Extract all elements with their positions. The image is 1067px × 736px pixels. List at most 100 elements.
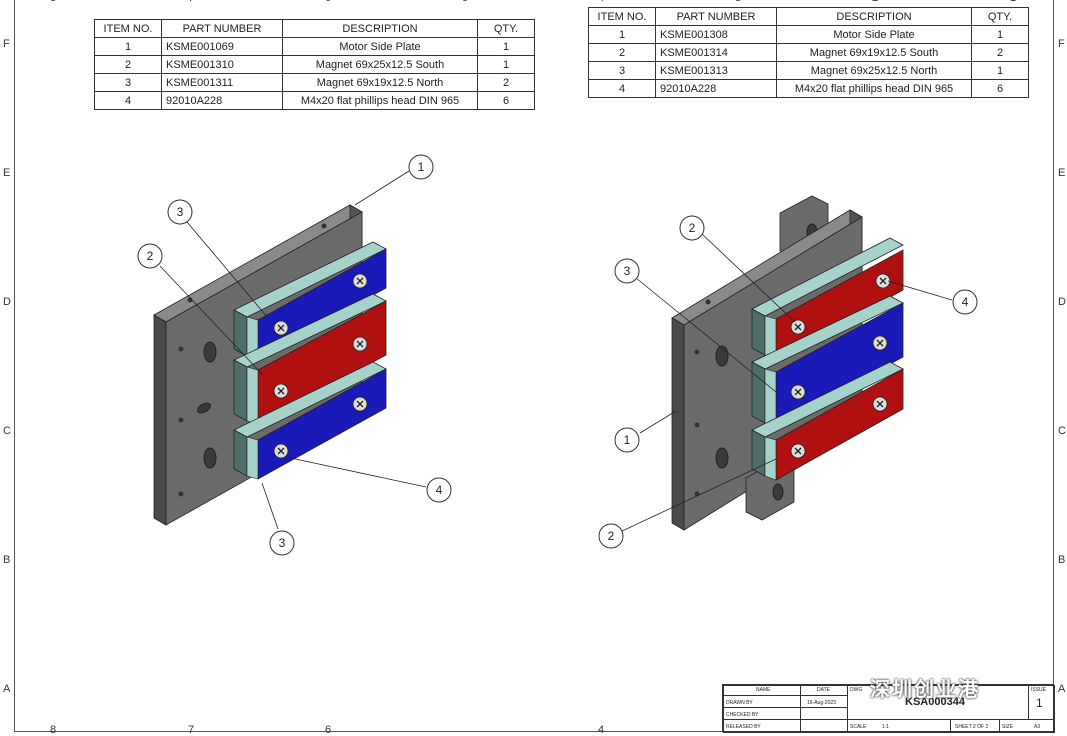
leader-lines-right	[619, 233, 953, 533]
leader-lines-left	[159, 170, 427, 530]
screw-icon	[872, 335, 888, 351]
bom-row: 2 KSME001314 Magnet 69x19x12.5 South 2	[588, 43, 1029, 62]
bom-cell: M4x20 flat phillips head DIN 965	[282, 91, 478, 110]
tb-scale: 1:1	[882, 724, 889, 730]
screw-icon	[790, 443, 806, 459]
plate-small-hole	[705, 299, 711, 305]
zone-top-6: 6	[325, 0, 331, 4]
bom-cell: 92010A228	[161, 91, 283, 110]
zone-right-C: C	[1058, 425, 1066, 437]
balloon-label: 1	[418, 160, 425, 174]
balloon-right-4: 4	[952, 289, 978, 315]
tb-sheet: SHEET 2 OF 2	[955, 724, 989, 730]
bom-row: 1 KSME001308 Motor Side Plate 1	[588, 25, 1029, 44]
balloon-right-2b: 2	[598, 523, 624, 549]
zone-left-D: D	[3, 296, 11, 308]
watermark-text: 深圳创业港	[870, 679, 980, 701]
tb-drawn-date: 16-Aug-2023	[807, 700, 836, 706]
plate-small-hole	[694, 349, 700, 355]
zone-top-5: 5	[462, 0, 468, 4]
balloon-label: 3	[279, 536, 286, 550]
screw-icon	[872, 396, 888, 412]
screw-icon	[273, 443, 289, 459]
magnet-chamfer	[246, 436, 259, 480]
balloon-right-1: 1	[614, 427, 640, 453]
magnet-chamfer	[764, 368, 777, 427]
zone-bottom-4: 4	[598, 724, 605, 736]
plate-hole	[715, 345, 729, 367]
balloon-label: 4	[962, 295, 969, 309]
balloon-left-4: 4	[426, 477, 452, 503]
plate-hole	[203, 341, 217, 363]
bom-row: 4 92010A228 M4x20 flat phillips head DIN…	[588, 79, 1029, 98]
plate-hole	[715, 447, 729, 469]
plate-small-hole	[178, 346, 184, 352]
zone-left-B: B	[3, 554, 11, 566]
balloon-left-1: 1	[408, 154, 434, 180]
bom-cell: 6	[971, 79, 1029, 98]
magnet-end-face	[751, 308, 766, 356]
tb-issue-label: ISSUE	[1031, 687, 1047, 693]
balloon-label: 2	[147, 249, 154, 263]
balloon-left-3a: 3	[167, 199, 193, 225]
title-block: NAME DATE DRAWN BY 16-Aug-2023 CHECKED B…	[722, 684, 1055, 733]
tab-hole	[772, 483, 784, 501]
tb-size: A3	[1034, 724, 1041, 730]
bom-table-right: ITEM NO. PART NUMBER DESCRIPTION QTY. 1 …	[588, 7, 1029, 98]
plate-edge-face	[153, 314, 167, 526]
balloon-right-2a: 2	[679, 215, 705, 241]
zone-right-B: B	[1058, 554, 1066, 566]
zone-right-F: F	[1058, 38, 1065, 50]
screw-icon	[273, 383, 289, 399]
screw-icon	[875, 273, 891, 289]
balloon-left-3b: 3	[269, 530, 295, 556]
magnet-end-face	[751, 361, 766, 424]
plate-small-hole	[178, 491, 184, 497]
zone-right-A: A	[1058, 683, 1066, 695]
bom-cell: 92010A228	[655, 79, 777, 98]
drawing-number: KSA000344	[905, 696, 965, 708]
drawing-border	[14, 0, 1054, 732]
issue-number: 1	[1036, 696, 1043, 710]
tb-scale-label: SCALE	[850, 724, 867, 730]
magnet-end-face	[233, 309, 248, 357]
bom-table-left: ITEM NO. PART NUMBER DESCRIPTION QTY. 1 …	[94, 19, 535, 110]
tb-name-label: NAME	[756, 687, 771, 693]
zone-left-F: F	[3, 38, 10, 50]
bom-cell: KSME001069	[161, 37, 283, 56]
screw-icon	[352, 396, 368, 412]
tb-drawn-by: DRAWN BY	[726, 700, 753, 706]
balloon-right-3: 3	[614, 258, 640, 284]
left-assembly	[153, 170, 427, 530]
plate-hole	[203, 447, 217, 469]
balloon-label: 4	[436, 483, 443, 497]
balloon-label: 1	[624, 433, 631, 447]
zone-top-3: 3	[735, 0, 741, 4]
right-assembly	[619, 195, 953, 533]
bom-row: 3 KSME001311 Magnet 69x19x12.5 North 2	[94, 73, 535, 92]
zone-top-4: 4	[598, 0, 604, 4]
balloon-left-2: 2	[137, 243, 163, 269]
plate-small-hole	[694, 422, 700, 428]
bom-cell: 6	[477, 91, 535, 110]
screw-icon	[273, 320, 289, 336]
bom-row: 3 KSME001313 Magnet 69x25x12.5 North 1	[588, 61, 1029, 80]
zone-left-A: A	[3, 683, 11, 695]
bom-cell: 1	[477, 55, 535, 74]
magnet-end-face	[233, 359, 248, 422]
zone-bottom-7: 7	[188, 724, 195, 736]
tb-checked-by: CHECKED BY	[726, 712, 759, 718]
tb-released-by: RELEASED BY	[726, 724, 761, 730]
balloon-label: 2	[608, 529, 615, 543]
zone-top-7: 7	[188, 0, 194, 4]
bom-row: 4 92010A228 M4x20 flat phillips head DIN…	[94, 91, 535, 110]
plate-edge-face	[671, 317, 685, 531]
screw-icon	[790, 319, 806, 335]
bom-cell: KSME001311	[161, 73, 283, 92]
zone-right-D: D	[1058, 296, 1066, 308]
magnet-chamfer	[246, 366, 259, 425]
balloon-label: 2	[689, 221, 696, 235]
zone-bottom-6: 6	[325, 724, 332, 736]
